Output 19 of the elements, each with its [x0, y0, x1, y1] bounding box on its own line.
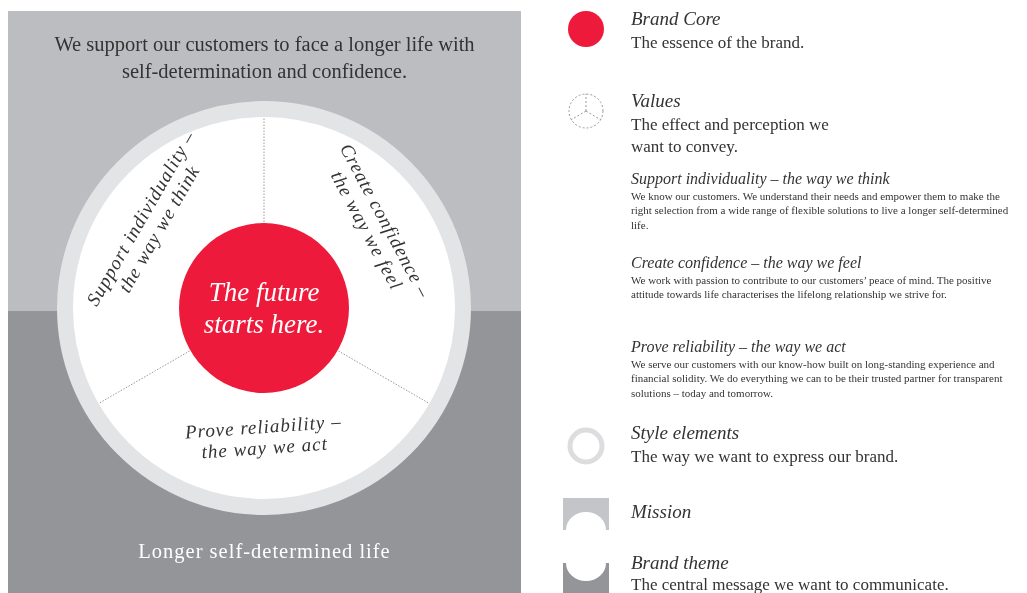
brand-core-text: The future starts here.	[202, 275, 326, 341]
value-heading: Support individuality – the way we think	[631, 170, 890, 188]
legend-description: The essence of the brand.	[631, 32, 805, 54]
brand-theme-text: Longer self-determined life	[137, 540, 392, 563]
legend-description: The central message we want to communicate.	[631, 574, 949, 593]
mission-text: We support our customers to face a longer life with self-determination and confidence.	[53, 32, 476, 84]
legend-description: The effect and perception we want to convey.	[631, 114, 830, 159]
value-description: We work with passion to contribute to our customers’ peace of mind. The positive attitude towards life characterises the lifelong relationship we strive for.	[631, 273, 993, 302]
value-text: Prove reliability – the way we act	[172, 410, 356, 465]
value-description: We know our customers. We understand their needs and empower them to make the right selection from a wide range of flexible solutions to live a longer self-determined life.	[631, 189, 1010, 232]
legend-heading: Values	[631, 90, 681, 112]
legend-description: The way we want to express our brand.	[631, 446, 899, 468]
legend-heading: Brand Core	[631, 8, 721, 30]
legend-heading: Mission	[631, 501, 692, 523]
value-heading: Prove reliability – the way we act	[631, 338, 846, 356]
value-heading: Create confidence – the way we feel	[631, 254, 862, 272]
value-description: We serve our customers with our know-how built on long-standing experience and financial solidity. We do everything we can to be their trusted partner for transparent solutions – today and tomorrow.	[631, 357, 1004, 400]
legend-heading: Style elements	[631, 422, 740, 444]
legend-heading: Brand theme	[631, 552, 729, 574]
